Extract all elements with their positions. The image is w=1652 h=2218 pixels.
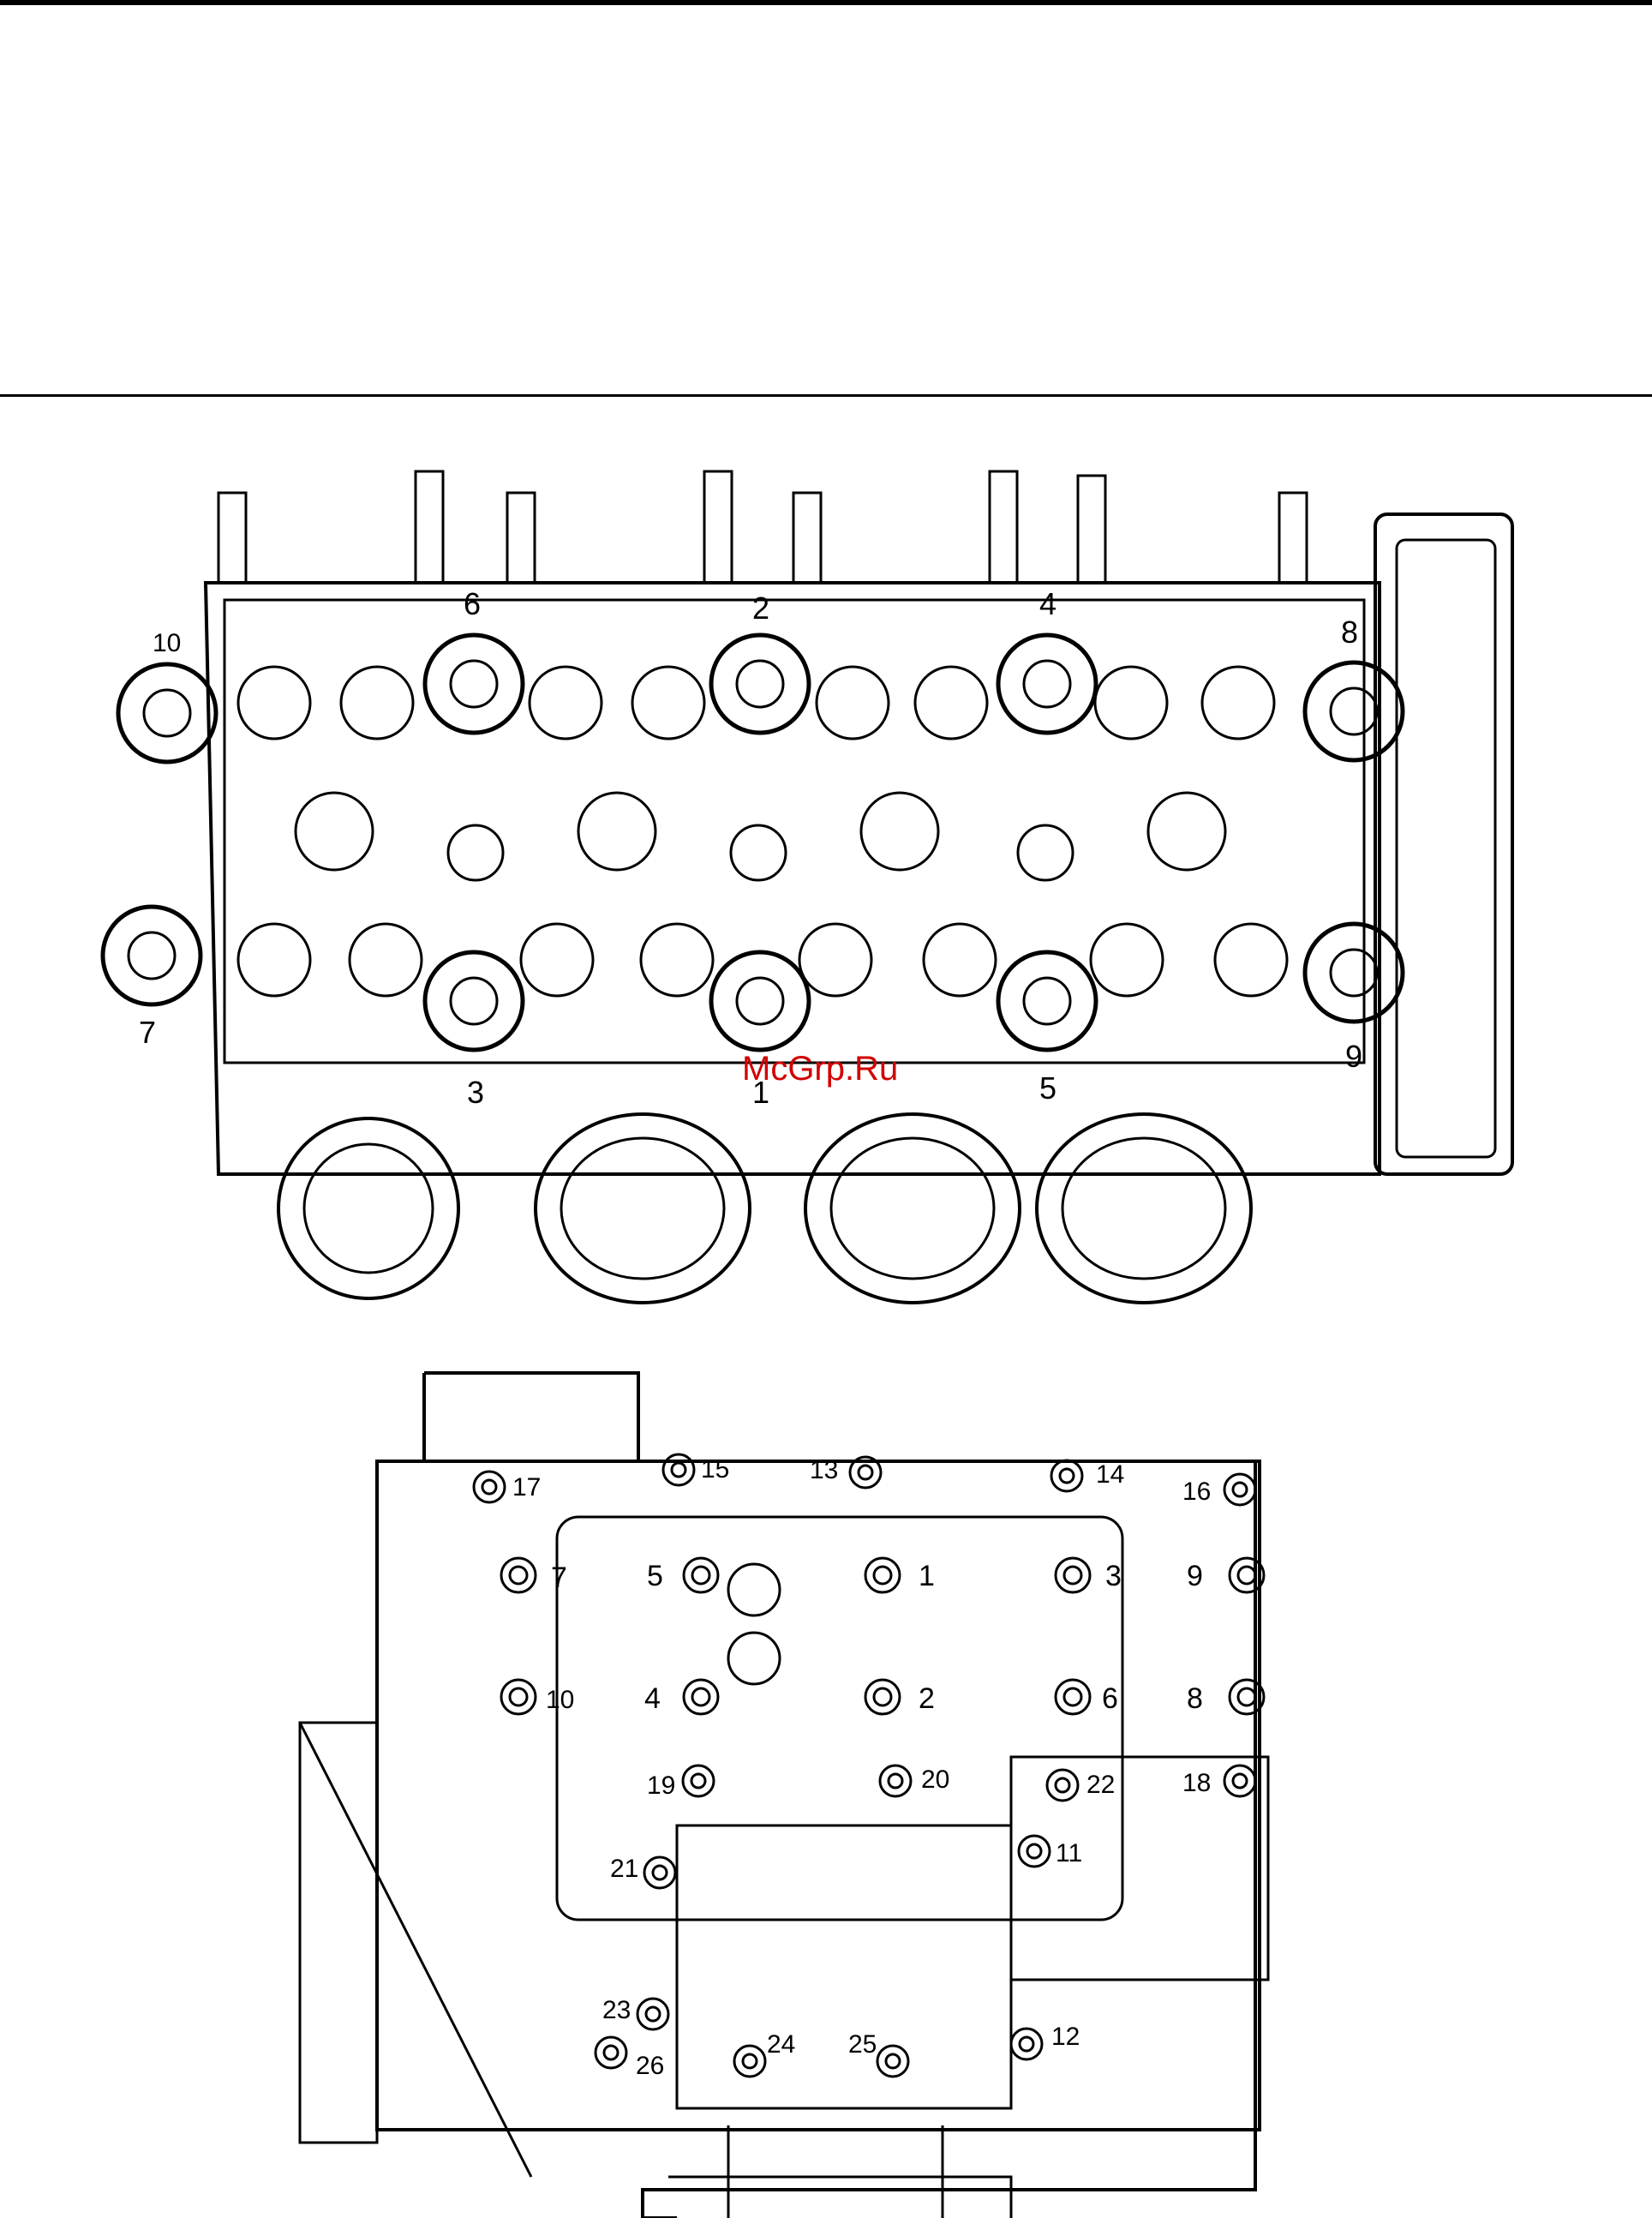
- case-label-12: 12: [1051, 2023, 1080, 2051]
- case-bolt-11: [1019, 1836, 1050, 1867]
- case-label-15: 15: [701, 1455, 729, 1484]
- case-label-13: 13: [810, 1456, 838, 1484]
- case-label-16: 16: [1182, 1478, 1211, 1506]
- case-label-22: 22: [1086, 1771, 1115, 1799]
- case-bolt-3: [1056, 1558, 1090, 1592]
- head-bolt-2: [711, 635, 809, 733]
- case-bolt-10: [501, 1680, 536, 1714]
- head-label-10: 10: [153, 629, 181, 657]
- case-label-17: 17: [512, 1473, 541, 1502]
- case-label-10: 10: [546, 1686, 574, 1714]
- case-bolt-23: [637, 1999, 668, 2029]
- case-label-4: 4: [644, 1682, 661, 1715]
- head-label-8: 8: [1341, 614, 1358, 650]
- case-bolt-24: [734, 2046, 765, 2077]
- case-bolt-2: [865, 1680, 900, 1714]
- case-label-5: 5: [647, 1560, 663, 1592]
- head-label-2: 2: [752, 590, 769, 626]
- crankcase-bolt-labels: 1 2 3 4 5 6 7 8 9 10 11 12 13 14 15 16 1…: [512, 1455, 1211, 2080]
- case-label-24: 24: [767, 2030, 795, 2059]
- case-bolt-21: [644, 1857, 675, 1888]
- case-label-23: 23: [602, 1996, 631, 2024]
- head-bolt-8: [1305, 662, 1403, 760]
- case-bolt-26: [596, 2037, 626, 2068]
- case-label-8: 8: [1187, 1682, 1203, 1715]
- head-bolt-4: [998, 635, 1096, 733]
- case-label-1: 1: [919, 1560, 935, 1592]
- case-bolt-6: [1056, 1680, 1090, 1714]
- head-bolt-9: [1305, 924, 1403, 1022]
- case-bolt-20: [880, 1765, 911, 1796]
- head-bolt-6: [425, 635, 523, 733]
- watermark: McGrp.Ru: [742, 1050, 898, 1088]
- head-bolt-1: [711, 952, 809, 1050]
- case-bolt-1: [865, 1558, 900, 1592]
- case-bolt-25: [877, 2046, 908, 2077]
- head-label-9: 9: [1345, 1039, 1362, 1074]
- case-bolt-5: [684, 1558, 718, 1592]
- head-label-3: 3: [467, 1075, 484, 1110]
- case-bolt-22: [1047, 1770, 1078, 1801]
- head-label-4: 4: [1039, 586, 1056, 621]
- crankcase-bolts: [474, 1454, 1264, 2077]
- case-bolt-12: [1011, 2029, 1042, 2059]
- case-label-6: 6: [1102, 1682, 1118, 1715]
- head-bolt-5: [998, 952, 1096, 1050]
- case-bolt-4: [684, 1680, 718, 1714]
- head-bolt-7: [103, 907, 201, 1004]
- crankcase-illustration: [300, 1373, 1268, 2218]
- case-bolt-7: [501, 1558, 536, 1592]
- case-label-9: 9: [1187, 1560, 1203, 1592]
- case-label-25: 25: [848, 2030, 877, 2059]
- case-label-7: 7: [551, 1562, 567, 1594]
- case-label-26: 26: [636, 2052, 664, 2080]
- case-label-2: 2: [919, 1682, 935, 1715]
- case-label-3: 3: [1105, 1560, 1122, 1592]
- cylinder-head-illustration: [206, 471, 1512, 1303]
- head-bolt-3: [425, 952, 523, 1050]
- case-label-18: 18: [1182, 1769, 1211, 1797]
- case-bolt-19: [683, 1765, 714, 1796]
- case-bolt-16: [1224, 1474, 1255, 1505]
- case-bolt-14: [1051, 1460, 1082, 1491]
- case-bolt-18: [1224, 1765, 1255, 1796]
- case-label-21: 21: [610, 1855, 638, 1883]
- case-label-19: 19: [647, 1771, 675, 1800]
- case-bolt-15: [663, 1454, 694, 1485]
- head-label-6: 6: [464, 586, 481, 621]
- head-label-5: 5: [1039, 1070, 1056, 1106]
- case-label-14: 14: [1096, 1460, 1124, 1489]
- head-label-7: 7: [139, 1015, 156, 1050]
- case-bolt-17: [474, 1472, 505, 1502]
- head-bolt-10: [118, 664, 216, 762]
- case-label-20: 20: [921, 1765, 949, 1794]
- cylinder-head-bolt-labels: 1 2 3 4 5 6 7 8 9 10: [139, 586, 1362, 1110]
- case-label-11: 11: [1056, 1839, 1082, 1867]
